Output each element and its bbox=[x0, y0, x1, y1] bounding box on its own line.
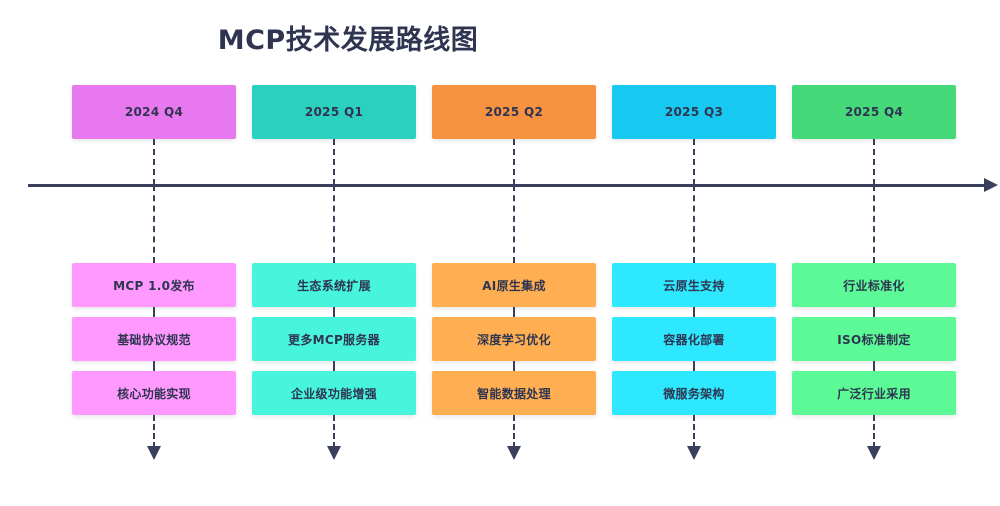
milestone-item-4-1[interactable]: 云原生支持 bbox=[612, 263, 776, 307]
connector-item2-item3-col3 bbox=[513, 361, 515, 371]
timeline-column-5: 2025 Q4 行业标准化 ISO标准制定 广泛行业采用 bbox=[792, 0, 956, 506]
milestone-item-5-2[interactable]: ISO标准制定 bbox=[792, 317, 956, 361]
connector-axis-to-item-4 bbox=[693, 185, 695, 263]
connector-axis-to-item-2 bbox=[333, 185, 335, 263]
connector-item1-item2-col4 bbox=[693, 307, 695, 317]
connector-item2-item3-col4 bbox=[693, 361, 695, 371]
connector-axis-to-item-5 bbox=[873, 185, 875, 263]
connector-item1-item2-col2 bbox=[333, 307, 335, 317]
milestone-item-2-3[interactable]: 企业级功能增强 bbox=[252, 371, 416, 415]
quarter-header-1[interactable]: 2024 Q4 bbox=[72, 85, 236, 139]
connector-header-to-axis-1 bbox=[153, 139, 155, 185]
connector-header-to-axis-5 bbox=[873, 139, 875, 185]
connector-axis-to-item-3 bbox=[513, 185, 515, 263]
arrow-right-icon bbox=[984, 178, 998, 192]
quarter-header-2[interactable]: 2025 Q1 bbox=[252, 85, 416, 139]
milestone-item-3-3[interactable]: 智能数据处理 bbox=[432, 371, 596, 415]
connector-item2-item3-col1 bbox=[153, 361, 155, 371]
connector-item1-item2-col5 bbox=[873, 307, 875, 317]
quarter-header-3[interactable]: 2025 Q2 bbox=[432, 85, 596, 139]
milestone-item-3-1[interactable]: AI原生集成 bbox=[432, 263, 596, 307]
milestone-item-2-1[interactable]: 生态系统扩展 bbox=[252, 263, 416, 307]
connector-tail-4 bbox=[693, 415, 695, 448]
connector-header-to-axis-2 bbox=[333, 139, 335, 185]
connector-item1-item2-col1 bbox=[153, 307, 155, 317]
connector-item1-item2-col3 bbox=[513, 307, 515, 317]
connector-axis-to-item-1 bbox=[153, 185, 155, 263]
connector-tail-5 bbox=[873, 415, 875, 448]
timeline-column-1: 2024 Q4 MCP 1.0发布 基础协议规范 核心功能实现 bbox=[72, 0, 236, 506]
milestone-item-1-1[interactable]: MCP 1.0发布 bbox=[72, 263, 236, 307]
arrow-down-icon-1 bbox=[147, 446, 161, 460]
connector-header-to-axis-4 bbox=[693, 139, 695, 185]
arrow-down-icon-3 bbox=[507, 446, 521, 460]
connector-item2-item3-col2 bbox=[333, 361, 335, 371]
milestone-item-3-2[interactable]: 深度学习优化 bbox=[432, 317, 596, 361]
timeline-axis bbox=[28, 184, 990, 187]
timeline-column-2: 2025 Q1 生态系统扩展 更多MCP服务器 企业级功能增强 bbox=[252, 0, 416, 506]
milestone-item-2-2[interactable]: 更多MCP服务器 bbox=[252, 317, 416, 361]
arrow-down-icon-4 bbox=[687, 446, 701, 460]
timeline-column-3: 2025 Q2 AI原生集成 深度学习优化 智能数据处理 bbox=[432, 0, 596, 506]
milestone-item-1-3[interactable]: 核心功能实现 bbox=[72, 371, 236, 415]
arrow-down-icon-5 bbox=[867, 446, 881, 460]
connector-header-to-axis-3 bbox=[513, 139, 515, 185]
connector-item2-item3-col5 bbox=[873, 361, 875, 371]
connector-tail-1 bbox=[153, 415, 155, 448]
quarter-header-4[interactable]: 2025 Q3 bbox=[612, 85, 776, 139]
milestone-item-5-1[interactable]: 行业标准化 bbox=[792, 263, 956, 307]
timeline-column-4: 2025 Q3 云原生支持 容器化部署 微服务架构 bbox=[612, 0, 776, 506]
milestone-item-4-3[interactable]: 微服务架构 bbox=[612, 371, 776, 415]
page-title-text: MCP技术发展路线图 bbox=[217, 25, 479, 56]
connector-tail-2 bbox=[333, 415, 335, 448]
quarter-header-5[interactable]: 2025 Q4 bbox=[792, 85, 956, 139]
connector-tail-3 bbox=[513, 415, 515, 448]
page-title: MCP技术发展路线图 bbox=[0, 18, 1000, 57]
milestone-item-1-2[interactable]: 基础协议规范 bbox=[72, 317, 236, 361]
milestone-item-5-3[interactable]: 广泛行业采用 bbox=[792, 371, 956, 415]
milestone-item-4-2[interactable]: 容器化部署 bbox=[612, 317, 776, 361]
arrow-down-icon-2 bbox=[327, 446, 341, 460]
